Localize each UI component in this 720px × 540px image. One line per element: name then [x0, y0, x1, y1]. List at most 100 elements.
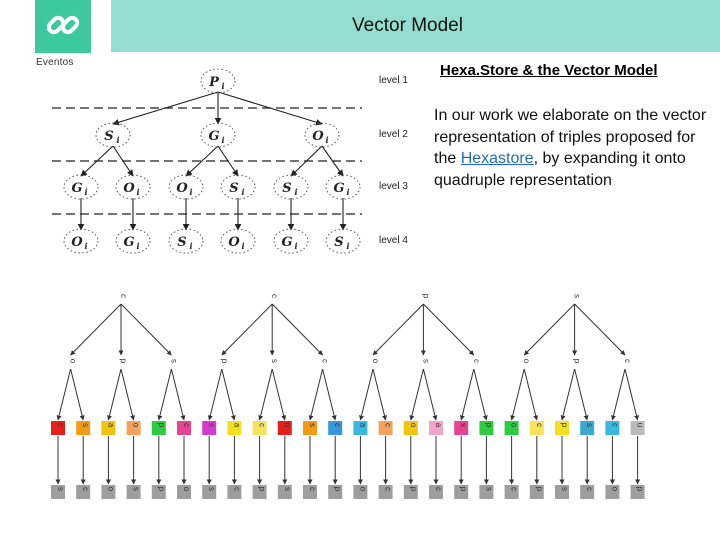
- tree-edge: [574, 368, 589, 421]
- tree-level2-label: p: [220, 359, 229, 364]
- tree-level4-box: [429, 485, 443, 499]
- paragraph-text-2: , by expanding it onto quadruple represe…: [434, 150, 686, 189]
- tree-edge: [523, 303, 575, 356]
- tree-level2-label: s: [421, 359, 430, 363]
- link-icon: [46, 15, 80, 35]
- tree-edge: [510, 368, 525, 421]
- tree-edge: [523, 368, 539, 421]
- tree-level4-box: [454, 485, 469, 499]
- tree-root-label: c: [119, 294, 128, 298]
- tree-level4-label: c: [434, 487, 443, 491]
- hierarchy-node-outline: [220, 174, 256, 200]
- hierarchy-node-outline: [168, 174, 204, 200]
- tree-edge: [409, 368, 424, 421]
- hierarchy-node-outline: [95, 122, 131, 148]
- tree-level3-label: p: [484, 423, 493, 428]
- tree-level4-box: [605, 485, 620, 499]
- hierarchy-node-label: G: [123, 235, 134, 250]
- tree-level4-box: [202, 485, 217, 499]
- hierarchy-node-outline: [325, 228, 361, 254]
- hierarchy-node-subscript: i: [346, 187, 349, 197]
- tree-edge: [372, 303, 424, 356]
- tree-level3-label: c: [610, 423, 619, 427]
- tree-edge: [170, 368, 186, 421]
- tree-level3-box: [277, 421, 292, 435]
- tree-level4-label: o: [610, 487, 619, 492]
- tree-level3-box: [504, 421, 519, 435]
- hierarchy-node-subscript: i: [325, 135, 328, 145]
- tree-level3-box: [580, 421, 595, 435]
- tree-level4-label: p: [333, 487, 342, 492]
- hierarchy-node-label: S: [282, 181, 291, 196]
- tree-level4-box: [328, 485, 343, 499]
- tree-level4-box: [101, 485, 116, 499]
- level-label: level 4: [379, 235, 408, 246]
- tree-level4-box: [227, 485, 242, 499]
- tree-level3-box: [403, 421, 418, 435]
- hierarchy-node-subscript: i: [294, 187, 297, 197]
- hierarchy-node-label: G: [333, 181, 344, 196]
- tree-edge: [221, 368, 236, 421]
- tree-root-label: p: [421, 294, 430, 299]
- level-label: level 3: [379, 181, 408, 192]
- tree-level4-box: [378, 485, 393, 499]
- tree-level3-box: [76, 421, 91, 435]
- tree-edge: [271, 368, 287, 421]
- hexastore-link[interactable]: Hexastore: [460, 150, 534, 167]
- hierarchy-node-outline: [200, 68, 236, 94]
- tree-edge: [107, 368, 122, 421]
- tree-level2-label: p: [119, 359, 128, 364]
- hierarchy-node-subscript: i: [346, 241, 349, 251]
- description-paragraph: In our work we elaborate on the vector r…: [434, 105, 709, 191]
- tree-level4-label: p: [459, 487, 468, 492]
- hierarchy-node-outline: [304, 122, 340, 148]
- tree-level3-box: [303, 421, 317, 435]
- tree-level2-label: p: [573, 359, 582, 364]
- tree-level3-label: c: [535, 423, 544, 427]
- hierarchy-node-outline: [168, 228, 204, 254]
- tree-level4-label: c: [232, 487, 241, 491]
- tree-edge: [423, 303, 475, 356]
- tree-level3-box: [151, 421, 166, 435]
- tree-edge: [372, 368, 387, 421]
- tree-edge: [459, 368, 475, 421]
- tree-level4-box: [177, 485, 191, 499]
- tree-level4-label: s: [283, 487, 292, 491]
- tree-level3-label: c: [333, 423, 342, 427]
- hierarchy-node-subscript: i: [136, 241, 139, 251]
- tree-level3-label: a: [106, 423, 115, 428]
- tree-edge: [70, 303, 122, 356]
- hierarchy-node-outline: [325, 174, 361, 200]
- tree-level3-label: p: [283, 423, 292, 428]
- title-bar: Vector Model: [111, 0, 720, 52]
- paragraph-text-1: In our work we elaborate on the vector r…: [434, 107, 707, 167]
- tree-level4-label: o: [182, 487, 191, 492]
- tree-level3-box: [202, 421, 217, 435]
- hierarchy-node-label: S: [229, 181, 238, 196]
- tree-level4-label: p: [636, 487, 645, 492]
- level-label: level 1: [379, 75, 408, 86]
- hierarchy-edge: [185, 145, 219, 177]
- tree-level4-label: c: [585, 487, 594, 491]
- tree-edge: [308, 368, 324, 421]
- tree-edge: [422, 368, 438, 421]
- tree-edge: [70, 368, 85, 421]
- tree-level4-box: [151, 485, 166, 499]
- tree-level2-label: c: [472, 359, 481, 363]
- tree-level4-label: o: [106, 487, 115, 492]
- tree-level3-box: [454, 421, 469, 435]
- tree-level4-label: s: [484, 487, 493, 491]
- level-label: level 2: [379, 129, 408, 140]
- hierarchy-node-subscript: i: [116, 135, 119, 145]
- tree-level2-label: s: [169, 359, 178, 363]
- hierarchy-node-outline: [63, 174, 99, 200]
- hierarchy-node-label: S: [334, 235, 343, 250]
- tree-level2-label: c: [623, 359, 632, 363]
- hierarchy-node-subscript: i: [189, 241, 192, 251]
- tree-edge: [271, 303, 323, 356]
- tree-level2-label: o: [522, 359, 531, 364]
- tree-level4-label: p: [258, 487, 267, 492]
- tree-level3-box: [479, 421, 494, 435]
- tree-level4-box: [76, 485, 91, 499]
